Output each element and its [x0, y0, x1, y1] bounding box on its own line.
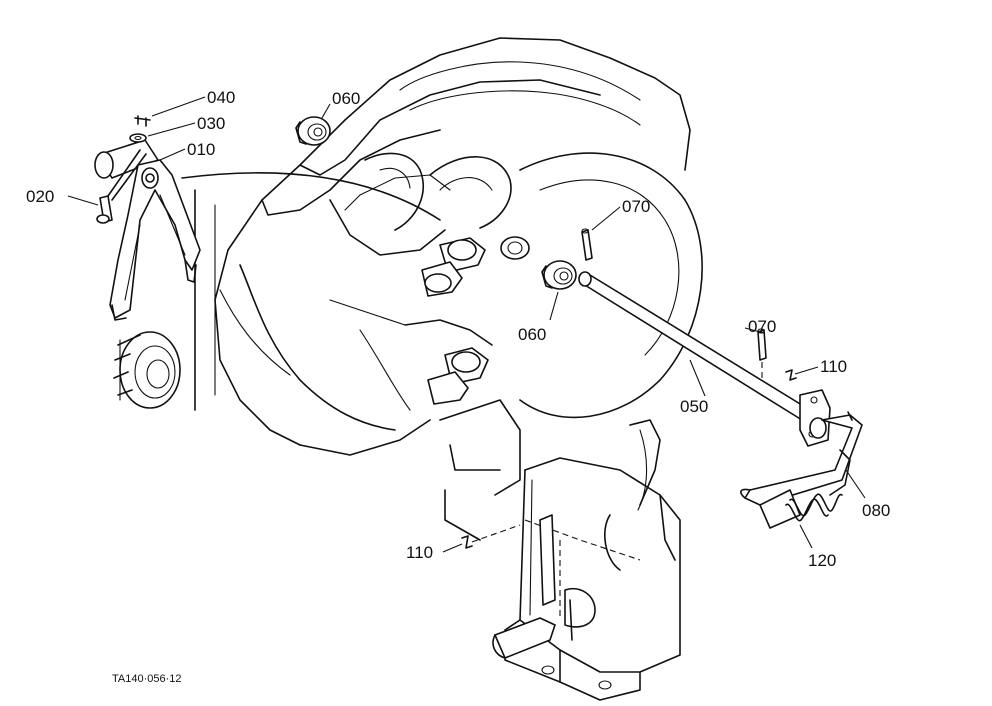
clip-040 [134, 115, 151, 127]
clip-110-right [785, 369, 797, 381]
label-part-120: 120 [808, 551, 836, 570]
washer-030 [129, 133, 147, 143]
transmission-housing [194, 37, 703, 541]
label-part-030: 030 [197, 114, 225, 133]
spring-pin-070-right [757, 328, 767, 385]
label-part-080: 080 [862, 501, 890, 520]
label-part-070-right: 070 [748, 317, 776, 336]
label-part-110-right: 110 [820, 357, 847, 376]
label-part-020: 020 [26, 187, 54, 206]
label-part-070-top: 070 [622, 197, 650, 216]
spring-pin-070-top [581, 228, 593, 261]
label-part-060-mid: 060 [518, 325, 546, 344]
pivot-pin-020 [96, 149, 147, 224]
bearing-060-top [295, 116, 331, 146]
release-bearing [113, 331, 181, 409]
bearing-060-mid [541, 260, 577, 290]
label-part-010: 010 [187, 140, 215, 159]
diagram-reference-code: TA140·056·12 [112, 673, 182, 685]
lower-bracket [492, 419, 681, 701]
leader-lines [67, 96, 866, 553]
lever-plate [799, 389, 831, 447]
label-part-060-top: 060 [332, 89, 360, 108]
label-part-050: 050 [680, 397, 708, 416]
part-labels: 040 030 010 020 060 070 060 070 110 050 … [26, 88, 890, 685]
clip-110-left [461, 524, 521, 549]
rod-080 [740, 411, 863, 506]
spring-120 [759, 449, 851, 529]
label-part-110-left: 110 [406, 543, 433, 562]
label-part-040: 040 [207, 88, 235, 107]
fork-leader-curve [181, 172, 441, 221]
shift-fork-010 [94, 139, 201, 321]
